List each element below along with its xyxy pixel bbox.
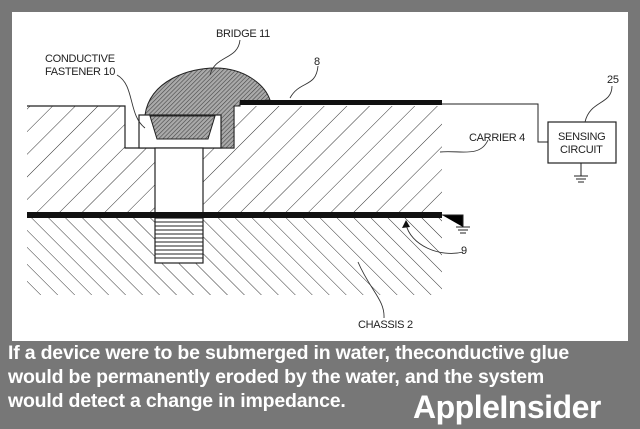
label-sensing-ref: 25 [607,74,619,86]
label-fastener-2: FASTENER 10 [45,66,115,78]
ground-icon [442,214,470,234]
label-chassis: CHASSIS 2 [358,319,413,331]
conductive-strip-8 [240,100,442,105]
label-sensing-1: SENSING [558,131,605,143]
carrier-4 [27,106,442,213]
ground-layer [27,212,442,218]
label-ground-ref: 9 [461,245,467,257]
bolt-threads [154,217,204,264]
caption-line-3: would detect a change in impedance. [8,390,346,412]
label-bridge: BRIDGE 11 [216,28,270,40]
label-carrier: CARRIER 4 [469,132,525,144]
appleinsider-logo: AppleInsider [413,389,601,425]
label-fastener-1: CONDUCTIVE [45,53,115,65]
sensing-circuit-box [547,121,617,164]
conductive-fastener-10 [149,115,216,140]
sense-wire [442,103,548,143]
chassis-2 [27,216,442,295]
arrow-icon [402,220,410,228]
leader-lines [116,39,613,319]
bolt-shaft [154,147,204,216]
label-strip: 8 [314,56,320,68]
caption-line-1: If a device were to be submerged in wate… [8,342,570,364]
caption-line-2: would be permanently eroded by the water… [8,366,545,388]
bridge-11 [144,67,271,149]
ground-icon [574,163,588,183]
label-sensing-2: CIRCUIT [560,144,603,156]
